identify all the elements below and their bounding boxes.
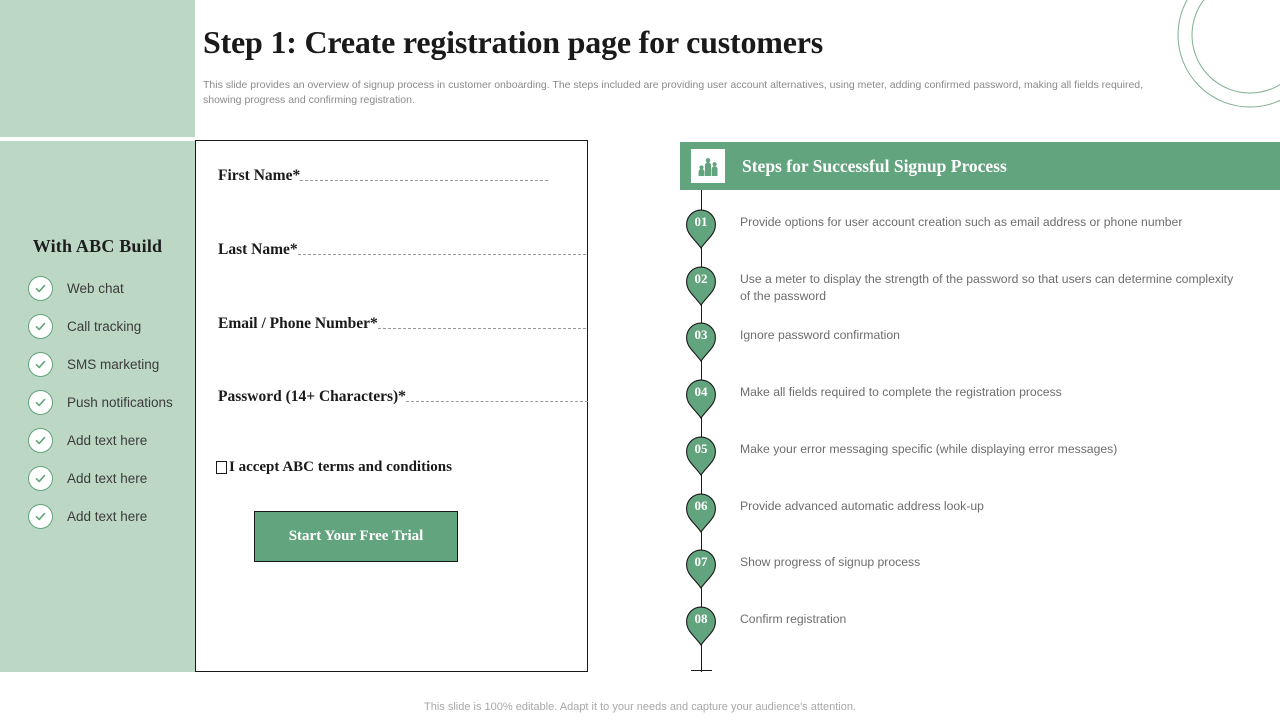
step-number: 04 — [694, 384, 708, 399]
steps-panel-title: Steps for Successful Signup Process — [742, 155, 1007, 176]
step-item-03[interactable]: 03 Ignore password confirmation — [680, 318, 1280, 362]
check-circle-icon — [28, 503, 53, 529]
page-subtitle: This slide provides an overview of signu… — [203, 79, 1144, 106]
sidebar-item-label: Add text here — [67, 432, 148, 448]
step-pin-icon: 06 — [680, 489, 722, 533]
sidebar-feature-list: Web chat Call tracking SMS marketing Pus… — [28, 269, 198, 535]
start-free-trial-button[interactable]: Start Your Free Trial — [254, 511, 458, 562]
timeline-end-cap — [691, 670, 712, 672]
email-phone-input[interactable] — [377, 327, 586, 329]
email-phone-field[interactable]: Email / Phone Number* — [218, 315, 586, 333]
sidebar-item-sms-marketing[interactable]: SMS marketing — [28, 345, 198, 383]
first-name-label: First Name* — [218, 167, 301, 184]
step-pin-icon: 02 — [680, 262, 722, 306]
step-text: Show progress of signup process — [740, 555, 921, 569]
step-text: Provide options for user account creatio… — [740, 215, 1183, 229]
step-text: Ignore password confirmation — [740, 328, 900, 342]
step-item-05[interactable]: 05 Make your error messaging specific (w… — [680, 432, 1280, 476]
sidebar-item-label: Web chat — [67, 280, 124, 296]
step-text: Confirm registration — [740, 612, 847, 626]
footer-note: This slide is 100% editable. Adapt it to… — [424, 701, 856, 713]
check-circle-icon — [28, 275, 53, 301]
sidebar-title: With ABC Build — [32, 236, 163, 256]
check-circle-icon — [28, 465, 53, 491]
step-item-07[interactable]: 07 Show progress of signup process — [680, 545, 1280, 589]
sidebar-item-label: Add text here — [67, 470, 148, 486]
page-title: Step 1: Create registration page for cus… — [203, 24, 823, 60]
step-item-06[interactable]: 06 Provide advanced automatic address lo… — [680, 489, 1280, 533]
step-text: Use a meter to display the strength of t… — [740, 272, 1234, 303]
step-pin-icon: 01 — [680, 205, 722, 249]
sidebar-item-push-notifications[interactable]: Push notifications — [28, 383, 198, 421]
sidebar-item-call-tracking[interactable]: Call tracking — [28, 307, 198, 345]
step-number: 06 — [694, 498, 708, 513]
terms-checkbox[interactable] — [216, 461, 227, 474]
terms-label: I accept ABC terms and conditions — [229, 459, 452, 475]
step-item-02[interactable]: 02 Use a meter to display the strength o… — [680, 262, 1280, 306]
step-number: 08 — [694, 611, 708, 626]
sidebar-item-label: Call tracking — [67, 318, 142, 334]
left-accent-band-top — [0, 0, 195, 137]
sidebar-item-web-chat[interactable]: Web chat — [28, 269, 198, 307]
step-number: 05 — [694, 441, 708, 456]
step-item-01[interactable]: 01 Provide options for user account crea… — [680, 205, 1280, 249]
last-name-field[interactable]: Last Name* — [218, 241, 586, 259]
sidebar-panel: With ABC Build Web chat Call tracking SM… — [0, 141, 195, 672]
step-item-08[interactable]: 08 Confirm registration — [680, 602, 1280, 646]
timeline-connector — [701, 190, 703, 672]
terms-row[interactable]: I accept ABC terms and conditions — [216, 459, 452, 476]
step-number: 07 — [694, 554, 708, 569]
step-item-04[interactable]: 04 Make all fields required to complete … — [680, 375, 1280, 419]
password-label: Password (14+ Characters)* — [218, 388, 406, 405]
step-number: 03 — [694, 327, 708, 342]
step-pin-icon: 07 — [680, 545, 722, 589]
sidebar-item-label: Push notifications — [67, 394, 173, 410]
password-input[interactable] — [405, 400, 588, 402]
check-circle-icon — [28, 351, 53, 377]
step-pin-icon: 03 — [680, 318, 722, 362]
steps-panel-header: Steps for Successful Signup Process — [680, 142, 1280, 190]
sidebar-item-label: Add text here — [67, 508, 148, 524]
step-pin-icon: 05 — [680, 432, 722, 476]
email-phone-label: Email / Phone Number* — [218, 315, 378, 332]
first-name-input[interactable] — [300, 179, 548, 181]
sidebar-item-placeholder-1[interactable]: Add text here — [28, 421, 198, 459]
sidebar-item-label: SMS marketing — [67, 356, 160, 372]
check-circle-icon — [28, 389, 53, 415]
people-growth-chart-icon — [691, 149, 725, 183]
step-number: 01 — [694, 214, 708, 229]
check-circle-icon — [28, 313, 53, 339]
step-pin-icon: 08 — [680, 602, 722, 646]
first-name-field[interactable]: First Name* — [218, 167, 548, 185]
check-circle-icon — [28, 427, 53, 453]
sidebar-item-placeholder-3[interactable]: Add text here — [28, 497, 198, 535]
step-text: Provide advanced automatic address look-… — [740, 499, 984, 513]
registration-form-card: First Name* Last Name* Email / Phone Num… — [195, 140, 588, 672]
steps-timeline: 01 Provide options for user account crea… — [680, 190, 1280, 672]
step-text: Make all fields required to complete the… — [740, 385, 1062, 399]
last-name-label: Last Name* — [218, 241, 298, 258]
sidebar-item-placeholder-2[interactable]: Add text here — [28, 459, 198, 497]
password-field[interactable]: Password (14+ Characters)* — [218, 388, 588, 406]
step-number: 02 — [694, 271, 708, 286]
last-name-input[interactable] — [297, 253, 586, 255]
step-pin-icon: 04 — [680, 375, 722, 419]
step-text: Make your error messaging specific (whil… — [740, 442, 1118, 456]
